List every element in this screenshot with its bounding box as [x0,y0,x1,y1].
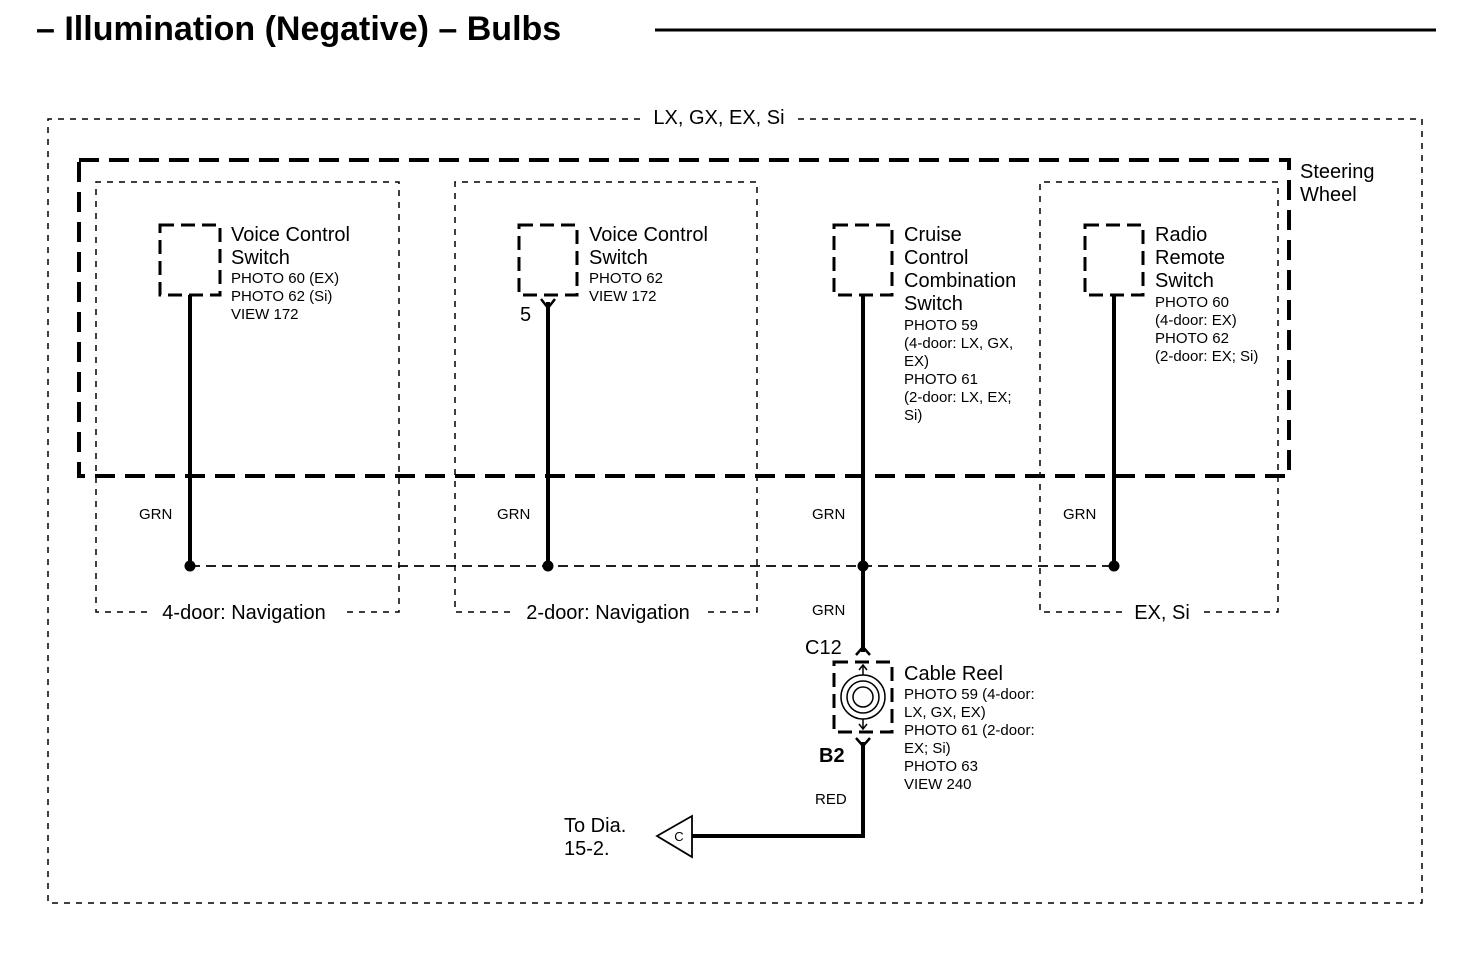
reference-label: To Dia. 15-2. [564,815,632,860]
cable-reel-icon [832,660,894,734]
exsi-group-label: EX, Si [1134,602,1190,624]
page-title: – Illumination (Negative) – Bulbs [36,10,561,48]
radio-wire-color: GRN [1063,506,1096,523]
output-wire-color: RED [815,791,847,808]
vcs2-wire-color: GRN [497,506,530,523]
radio-switch-icon [1083,223,1145,297]
vcs2-pin-label: 5 [520,304,531,326]
svg-text:PHOTO 60 (4-door: EX): PHOTO 60 (4-door: EX) PHOTO 62 (2-door: … [1155,294,1258,365]
outer-group-box [47,118,1423,904]
splice-dot-radio [1108,560,1120,572]
svg-text:PHOTO 60 (EX) PHOTO 62 (: PHOTO 60 (EX) PHOTO 62 (Si) VIEW 172 [231,270,343,323]
b2-label: B2 [819,745,845,767]
vcs4-switch-icon [158,223,222,297]
exsi-group-box [1039,181,1279,613]
splice-dot-vcs2 [542,560,554,572]
c12-connector-icon [855,645,871,656]
outer-group-label: LX, GX, EX, Si [653,107,784,129]
cruise-wire-color: GRN [812,506,845,523]
vcs2-switch-icon [517,223,579,297]
vcs4-wire-color: GRN [139,506,172,523]
splice-dot-vcs4 [184,560,196,572]
output-wire [692,742,865,838]
svg-text:PHOTO 59 (4-door: LX, GX: PHOTO 59 (4-door: LX, GX, EX) PHOTO 61 (… [904,317,1017,424]
svg-text:PHOTO 59 (4-door: LX, GX: PHOTO 59 (4-door: LX, GX, EX) PHOTO 61 (… [904,686,1039,793]
svg-text:Voice Control Switch: Voice Control Switch [231,224,356,269]
nav4-group-label: 4-door: Navigation [162,602,325,624]
c12-label: C12 [805,637,842,659]
nav2-group-box [454,181,758,613]
steering-wheel-label: Steering Wheel [1300,161,1380,206]
svg-text:Cable Reel: Cable Reel [904,663,1003,685]
off-page-reference-icon [655,814,693,859]
trunk-wire-color: GRN [812,602,845,619]
cruise-switch-icon [832,223,894,297]
cable-reel-label: Cable Reel PHOTO 59 (4-door: LX, GX, EX)… [904,663,1039,793]
svg-text:Radio Remote Switc: Radio Remote Switch [1155,224,1231,292]
steering-wheel-box [77,158,1291,478]
svg-text:PHOTO 62 VIEW 172: PHOTO 62 VIEW 172 [589,270,667,305]
cruise-label: Cruise Control Combination Switch PHOTO … [904,224,1022,424]
vcs2-label: Voice Control Switch PHOTO 62 VIEW 172 [589,224,714,305]
nav2-group-label: 2-door: Navigation [526,602,689,624]
reference-letter: C [674,829,683,844]
svg-text:Cruise Control Com: Cruise Control Combination Switch [904,224,1022,315]
vcs4-label: Voice Control Switch PHOTO 60 (EX) PHOTO… [231,224,356,323]
vcs2-connector-icon [540,298,556,311]
svg-text:Voice Control Switch: Voice Control Switch [589,224,714,269]
radio-label: Radio Remote Switch PHOTO 60 (4-door: EX… [1155,224,1258,365]
